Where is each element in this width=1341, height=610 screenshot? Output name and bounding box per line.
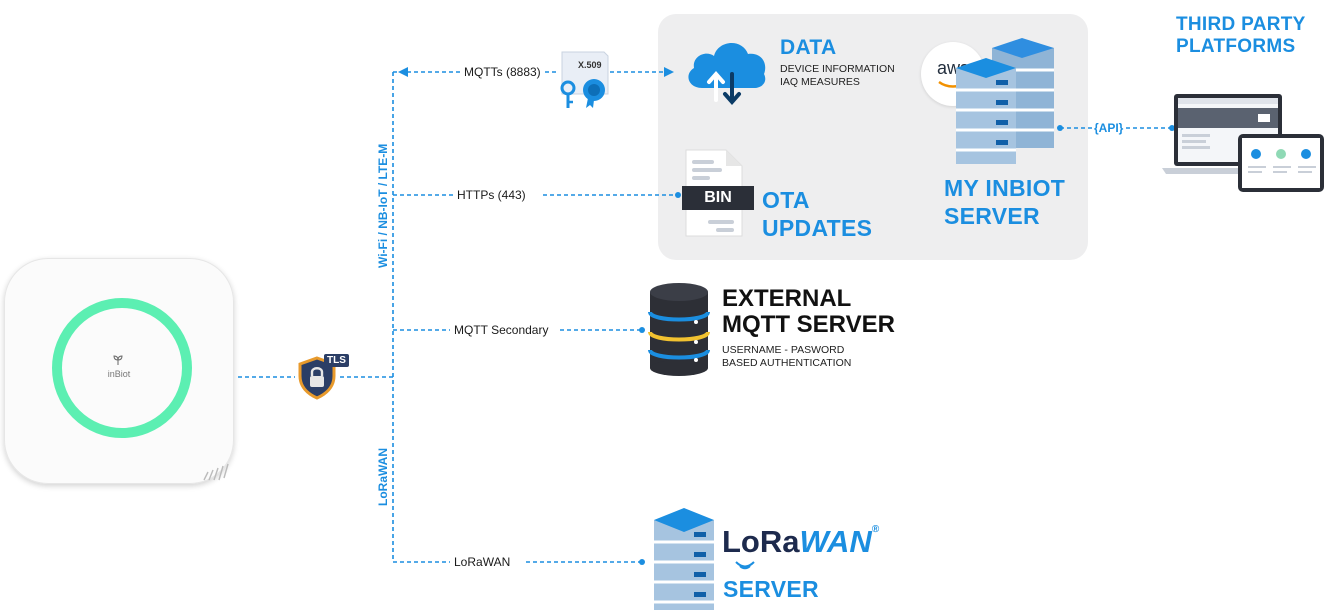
data-line-2: IAQ MEASURES (780, 76, 860, 88)
cloud-sync-icon (688, 42, 766, 106)
external-sub-1: USERNAME - PASWORD (722, 344, 845, 356)
external-line-1: EXTERNAL (722, 285, 852, 312)
my-inbiot-server-line-1: MY INBIOT (944, 175, 1066, 201)
tls-label: TLS (324, 354, 349, 367)
wireless-connectivity-label: Wi-Fi / NB-IoT / LTE-M (376, 143, 390, 268)
data-title: DATA (780, 36, 837, 59)
shield-lock-icon (298, 356, 336, 400)
mqtts-arrow-left (398, 67, 408, 77)
api-label: {API} (1094, 121, 1124, 135)
database-icon (648, 283, 710, 376)
https-label: HTTPs (443) (453, 188, 530, 202)
lorawan-connectivity-label: LoRaWAN (376, 448, 390, 506)
certificate-icon (560, 51, 609, 108)
lorawan-logo: LoRaWAN® (722, 524, 879, 560)
third-party-title: THIRD PARTY PLATFORMS (1176, 14, 1306, 58)
lorawan-server-title: SERVER (723, 576, 819, 602)
third-party-line-2: PLATFORMS (1176, 36, 1296, 57)
inbiot-leaf-icon (113, 355, 123, 365)
my-inbiot-server-icon (956, 38, 1054, 164)
external-sub-2: BASED AUTHENTICATION (722, 357, 852, 369)
lorawan-signal-icon (735, 561, 755, 570)
ota-line-1: OTA (762, 187, 810, 213)
my-inbiot-server-title: MY INBIOT SERVER (944, 174, 1065, 230)
ota-updates-title: OTA UPDATES (762, 186, 872, 242)
mqtts-label: MQTTs (8883) (460, 65, 545, 79)
my-inbiot-server-line-2: SERVER (944, 203, 1040, 229)
bin-file: BIN (682, 148, 754, 238)
data-line-1: DEVICE INFORMATION (780, 63, 895, 75)
ota-line-2: UPDATES (762, 215, 873, 241)
mqtt-secondary-label: MQTT Secondary (450, 323, 553, 337)
external-mqtt-title: EXTERNAL MQTT SERVER (722, 286, 895, 338)
x509-certificate: X.509 (556, 50, 610, 110)
lorawan-server-icon (654, 508, 714, 610)
third-party-line-1: THIRD PARTY (1176, 14, 1306, 35)
inbiot-device: inBiot (4, 258, 234, 484)
speaker-grille-icon (203, 463, 229, 481)
third-party-devices-icon (1162, 94, 1324, 192)
device-brand: inBiot (107, 369, 131, 379)
tls-badge: TLS (294, 354, 360, 400)
external-line-2: MQTT SERVER (722, 311, 895, 338)
bin-label: BIN (682, 186, 754, 210)
lorawan-logo-wan: WAN (799, 524, 872, 559)
mqtts-arrow-right (664, 67, 674, 77)
lorawan-label: LoRaWAN (450, 555, 515, 569)
lorawan-logo-lora: LoRa (722, 524, 800, 559)
lorawan-logo-reg: ® (871, 524, 880, 535)
device-status-ring (52, 298, 192, 438)
certificate-label: X.509 (578, 60, 602, 70)
